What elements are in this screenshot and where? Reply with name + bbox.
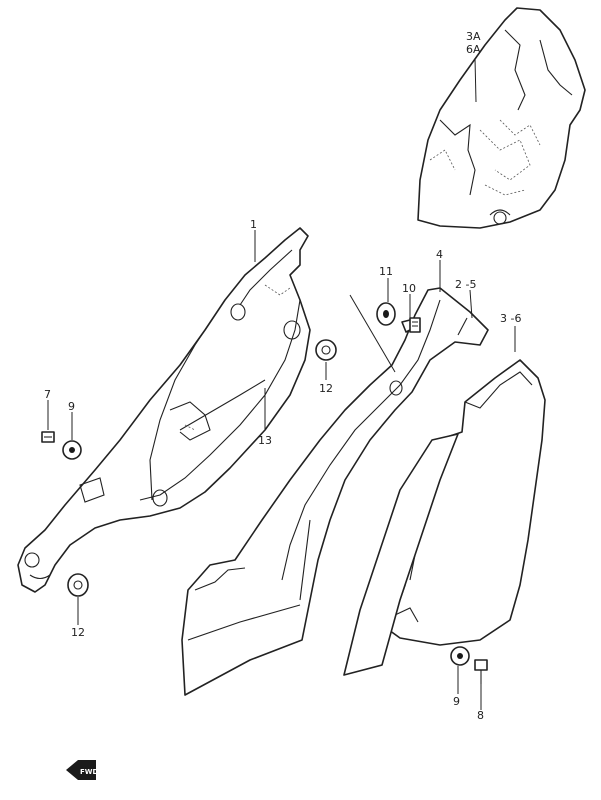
washer-9-right — [450, 646, 470, 666]
bolt-10 — [401, 317, 421, 333]
grommet-11 — [376, 302, 396, 326]
grommet-12-top — [315, 339, 337, 361]
screw-8 — [474, 659, 488, 684]
emblem-decal-panel — [417, 7, 586, 229]
callout-13: 13 — [258, 434, 272, 447]
callout-12-top: 12 — [319, 382, 333, 395]
callout-12-bottom: 12 — [71, 626, 85, 639]
washer-9-left — [62, 440, 82, 460]
grommet-12-bottom — [67, 573, 89, 597]
callout-1: 1 — [250, 218, 257, 231]
side-cover-panel — [343, 359, 546, 676]
callout-10: 10 — [402, 282, 416, 295]
frame-side-cover — [181, 287, 489, 696]
callout-2-5: 2 -5 — [455, 278, 476, 291]
front-label: FWD — [80, 768, 99, 776]
leader-lines — [47, 57, 516, 710]
callout-11: 11 — [379, 265, 393, 278]
frame-cover-inner — [17, 227, 311, 593]
callout-8: 8 — [477, 709, 484, 722]
callout-9-right: 9 — [453, 695, 460, 708]
callout-7: 7 — [44, 388, 51, 401]
callout-9-left: 9 — [68, 400, 75, 413]
callout-4: 4 — [436, 248, 443, 261]
front-direction-arrow: FWD — [66, 760, 99, 780]
callout-6A: 6A — [466, 43, 481, 56]
screw-7 — [41, 431, 55, 443]
callout-labels: 3A 6A 1 4 2 -5 3 -6 11 10 12 13 7 9 12 9… — [44, 30, 521, 722]
callout-3-6: 3 -6 — [500, 312, 521, 325]
callout-3A: 3A — [466, 30, 481, 43]
